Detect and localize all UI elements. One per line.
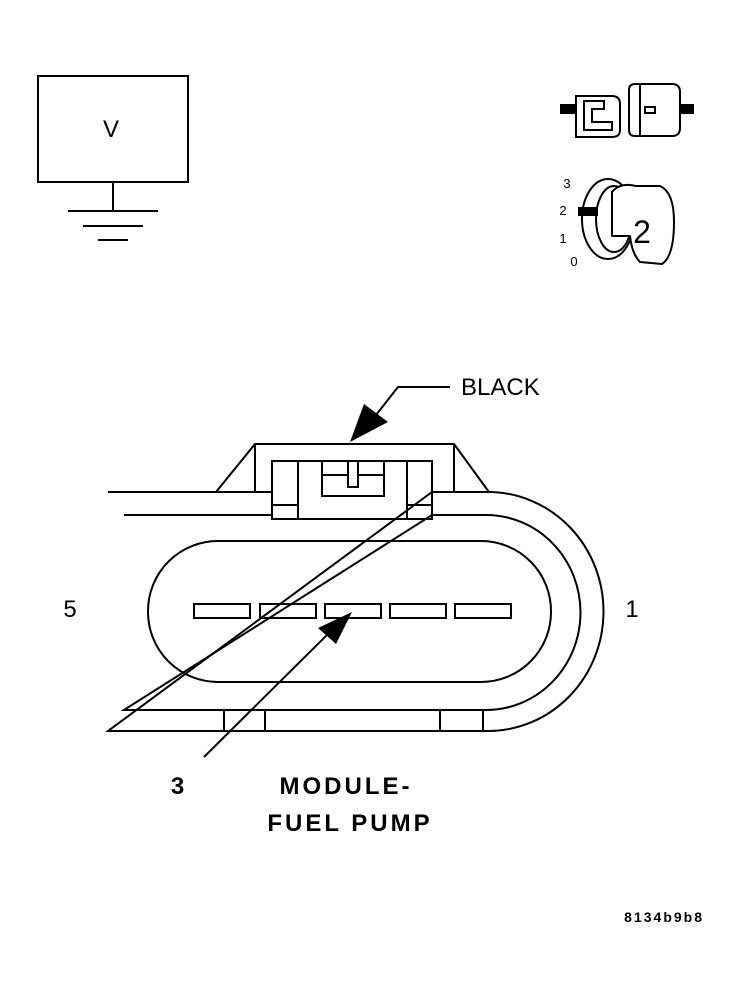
disconnected-connector-icon [560,83,694,138]
voltmeter-label: V [103,116,119,143]
terminal-1 [454,603,512,619]
terminal-3 [324,603,382,619]
component-name-line1: MODULE- [280,773,413,800]
color-callout-arrow [350,386,450,442]
figure-id: 8134b9b8 [624,909,704,925]
component-name-line2: FUEL PUMP [267,810,432,837]
pin-1-label: 1 [625,596,638,623]
ignition-switch-icon: 3 2 1 0 2 [559,176,675,269]
voltmeter-icon: V [37,75,189,241]
ground-symbol-icon [68,182,158,241]
terminal-5 [193,603,251,619]
ignition-position-0: 0 [570,254,577,269]
terminal-4 [259,603,317,619]
pin-5-label: 5 [63,596,76,623]
ignition-position-3: 3 [563,176,570,191]
terminal-2 [389,603,447,619]
pin-3-label: 3 [171,773,187,800]
ignition-key-position: 2 [633,214,651,250]
pin-3-callout-arrow [203,612,352,758]
connector-color-label: BLACK [461,374,540,401]
ignition-position-2: 2 [559,203,566,218]
connector-face [104,443,605,732]
ignition-position-1: 1 [559,231,566,246]
